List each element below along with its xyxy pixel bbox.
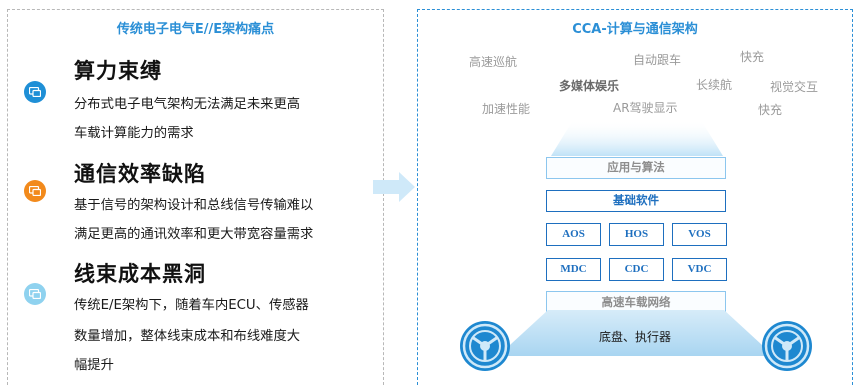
feature-long-range: 长续航 [696,78,733,92]
chat-screen-icon [24,180,46,202]
feature-auto-follow: 自动跟车 [633,53,682,67]
pain-desc-harness-line3: 幅提升 [74,358,114,373]
feature-fast-charge-2: 快充 [758,103,783,117]
feature-visual-interaction: 视觉交互 [770,80,819,94]
pain-title-harness: 线束成本黑洞 [74,262,206,286]
pain-title-compute: 算力束缚 [74,59,162,83]
feature-acceleration: 加速性能 [482,102,531,116]
cca-architecture-title: CCA-计算与通信架构 [572,22,698,37]
feature-ar-hud: AR驾驶显示 [613,101,678,115]
chassis-actuators-label: 底盘、执行器 [598,330,671,344]
domain-mdc: MDC [546,258,601,281]
os-hos: HOS [609,223,664,246]
steering-wheel-icon [460,321,510,371]
domain-cdc: CDC [609,258,664,281]
cca-architecture-panel: CCA-计算与通信架构 高速巡航 自动跟车 快充 多媒体娱乐 长续航 视觉交互 … [417,9,853,385]
right-arrow-icon [373,172,415,202]
os-vos: VOS [672,223,727,246]
feature-multimedia: 多媒体娱乐 [559,79,620,93]
steering-wheel-icon [762,321,812,371]
upward-light-beam [551,120,723,156]
os-aos: AOS [546,223,601,246]
domain-vdc: VDC [672,258,727,281]
pain-title-communication: 通信效率缺陷 [74,162,206,186]
pain-desc-compute-line1: 分布式电子电气架构无法满足未来更高 [74,97,301,112]
pain-desc-communication-line1: 基于信号的架构设计和总线信号传输难以 [74,198,314,213]
pain-points-title: 传统电子电气E//E架构痛点 [116,22,275,37]
feature-fast-charge-1: 快充 [740,50,765,64]
pain-desc-harness-line2: 数量增加，整体线束成本和布线难度大 [74,329,301,344]
feature-high-speed-cruise: 高速巡航 [469,55,518,69]
pain-points-panel: 传统电子电气E//E架构痛点 算力束缚 分布式电子电气架构无法满足未来更高 车载… [7,9,384,385]
chat-screen-icon [24,81,46,103]
layer-apps-algorithms: 应用与算法 [546,157,726,179]
layer-base-software: 基础软件 [546,190,726,212]
chat-screen-icon [24,283,46,305]
pain-desc-harness-line1: 传统E/E架构下，随着车内ECU、传感器 [74,298,309,313]
pain-desc-compute-line2: 车载计算能力的需求 [74,126,194,141]
chassis-platform [498,310,774,356]
pain-desc-communication-line2: 满足更高的通讯效率和更大带宽容量需求 [74,227,314,242]
